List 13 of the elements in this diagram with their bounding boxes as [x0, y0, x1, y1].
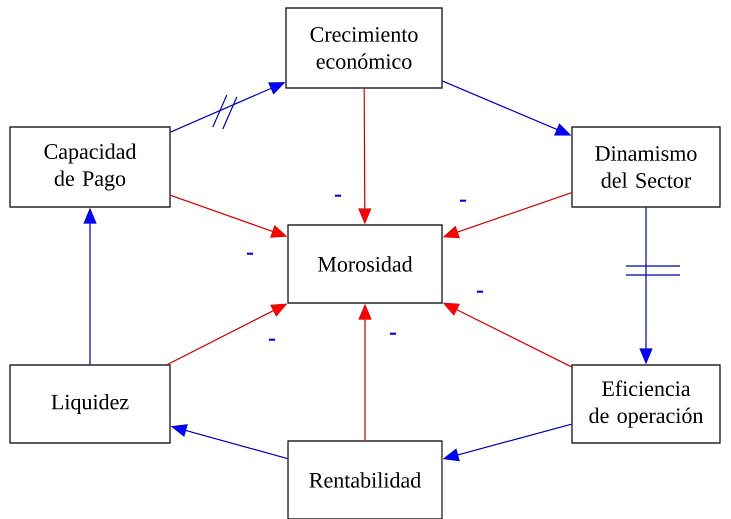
concept-box: Morosidad [287, 224, 443, 304]
edge-label: - [476, 290, 484, 293]
edge-label: - [390, 332, 396, 335]
concept-box: Crecimiento económico [285, 7, 443, 89]
edge-label: - [334, 194, 342, 197]
concept-box: Eficiencia de operación [571, 364, 721, 444]
edge-label: - [460, 200, 466, 202]
edge-label: - [268, 338, 276, 341]
concept-box: Liquidez [9, 364, 171, 444]
concept-box: Capacidad de Pago [9, 126, 171, 208]
concept-box: Rentabilidad [287, 440, 443, 519]
concept-box: Dinamismo del Sector [571, 126, 721, 208]
edge-label: - [246, 252, 254, 255]
